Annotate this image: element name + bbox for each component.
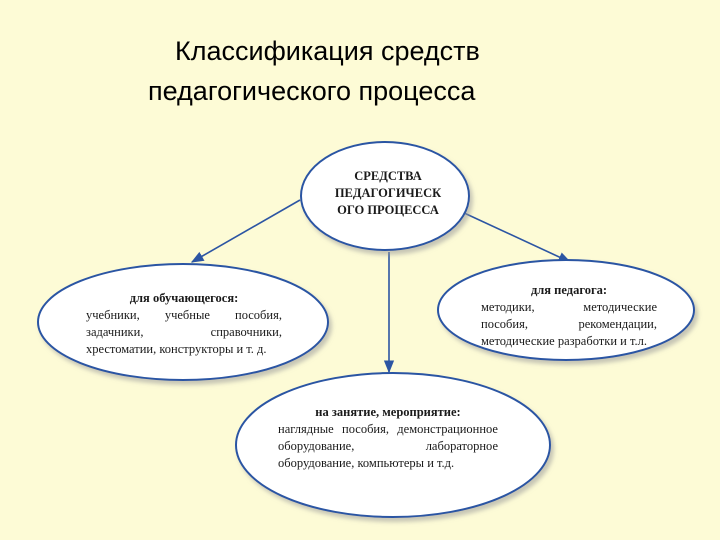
learner-text: пособия, [235, 308, 282, 322]
learner-row-1: учебники, учебные пособия, [86, 307, 282, 324]
teacher-row-1: методики, методические [481, 299, 657, 316]
lesson-text: пособия, [342, 422, 389, 436]
learner-text: задачники, [86, 325, 144, 339]
center-line-3: ОГО ПРОЦЕССА [337, 203, 439, 217]
learner-row-2: задачники, справочники, [86, 324, 282, 341]
lesson-row-2: оборудование, лабораторное [278, 438, 498, 455]
center-line-1: СРЕДСТВА [354, 169, 422, 183]
center-node-label: СРЕДСТВА ПЕДАГОГИЧЕСК ОГО ПРОЦЕССА [318, 168, 458, 219]
teacher-heading: для педагога: [530, 283, 608, 297]
lesson-node: на занятие, мероприятие: наглядные пособ… [278, 404, 498, 472]
teacher-text: рекомендации, [578, 317, 658, 331]
teacher-ellipse [437, 259, 695, 361]
learner-heading: для обучающегося: [129, 291, 239, 305]
center-ellipse [300, 141, 470, 251]
teacher-text: пособия, [481, 317, 528, 331]
learner-row-3: хрестоматии, конструкторы и т. д. [86, 341, 282, 358]
lesson-text: демонстрационное [397, 422, 498, 436]
learner-text: учебники, [86, 308, 140, 322]
teacher-node: для педагога: методики, методические пос… [481, 282, 657, 350]
teacher-text: методики, [481, 300, 535, 314]
lesson-row-3: оборудование, компьютеры и т.д. [278, 455, 498, 472]
lesson-ellipse [235, 372, 551, 518]
lesson-row-1: наглядные пособия, демонстрационное [278, 421, 498, 438]
learner-text: справочники, [210, 325, 282, 339]
lesson-text: оборудование, [278, 439, 355, 453]
teacher-text: методические разработки и т.л. [481, 334, 647, 348]
teacher-text: методические [583, 300, 657, 314]
center-line-2: ПЕДАГОГИЧЕСК [334, 186, 442, 200]
arrow-to-learner [190, 199, 301, 263]
lesson-heading: на занятие, мероприятие: [315, 405, 461, 419]
lesson-text: наглядные [278, 422, 334, 436]
arrow-to-teacher [461, 211, 572, 263]
lesson-text: оборудование, компьютеры и т.д. [278, 456, 455, 470]
teacher-row-3: методические разработки и т.л. [481, 333, 657, 350]
title-line-2: педагогического процесса [148, 76, 476, 106]
learner-node: для обучающегося: учебники, учебные посо… [86, 290, 282, 358]
learner-ellipse [37, 263, 329, 381]
title-line-1: Классификация средств [175, 36, 480, 66]
teacher-row-2: пособия, рекомендации, [481, 316, 657, 333]
learner-text: хрестоматии, конструкторы и т. д. [86, 342, 267, 356]
learner-text: учебные [164, 308, 210, 322]
lesson-text: лабораторное [425, 439, 498, 453]
